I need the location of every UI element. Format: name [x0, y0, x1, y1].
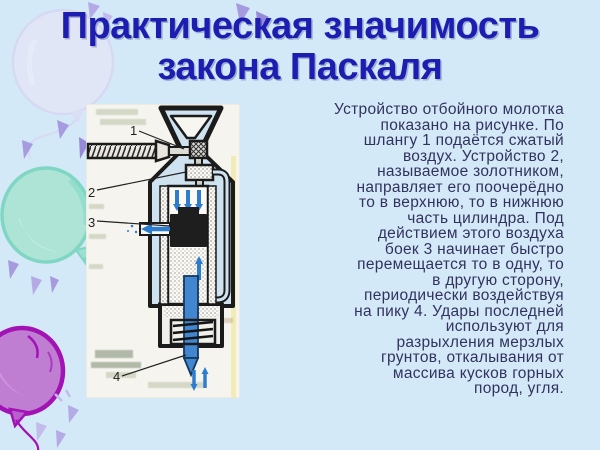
funnel-cavity — [169, 114, 213, 140]
hose-tube — [168, 146, 191, 156]
spring — [172, 320, 214, 342]
confetti-triangles-top — [88, 2, 269, 32]
valve-box — [188, 139, 209, 160]
air-arrow-up-icon — [195, 256, 203, 280]
faint-balloon — [11, 8, 115, 159]
part-label-striker: 3 — [88, 215, 95, 230]
bleed-through-text-dark — [91, 350, 141, 368]
confetti-triangles-teal — [8, 120, 89, 295]
part-labels: 1 2 3 4 — [88, 123, 187, 384]
part-label-hose: 1 — [130, 123, 137, 138]
spring-window — [169, 318, 217, 346]
hose — [86, 142, 158, 160]
hose-nozzle — [154, 139, 171, 163]
jackhammer-diagram: 1 2 3 4 — [86, 104, 240, 398]
vibration-arrows-icon — [190, 367, 209, 391]
part-label-valve: 2 — [88, 185, 95, 200]
hose-assembly — [86, 139, 215, 187]
jackhammer-figure: 1 2 3 4 — [86, 104, 240, 398]
pike-tip — [182, 357, 200, 378]
magenta-balloon — [0, 325, 66, 450]
pike-shaft — [183, 275, 199, 359]
air-arrows-down-icon — [173, 190, 203, 211]
pike-assembly — [169, 275, 217, 378]
striker-piston — [170, 207, 207, 247]
air-arrow-left-icon — [141, 223, 152, 235]
slide-title: Практическая значимость закона Паскаля — [60, 5, 540, 88]
air-channel — [202, 168, 231, 304]
confetti-triangles-magenta — [36, 389, 79, 448]
spool-valve — [184, 163, 215, 182]
description-text: Устройство отбойного молотка показано на… — [333, 101, 564, 397]
part-label-pike: 4 — [113, 369, 120, 384]
